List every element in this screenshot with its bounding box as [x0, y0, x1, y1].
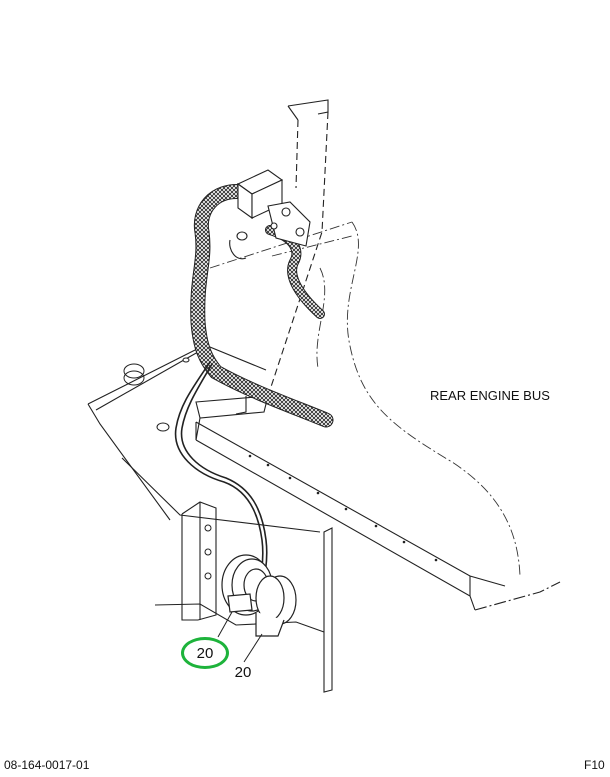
callout-20[interactable]: 20	[234, 664, 252, 681]
sheet-id: F10	[584, 758, 605, 772]
body-contour-lines	[209, 221, 521, 577]
floor-panel	[87, 344, 321, 533]
callout-leaders	[217, 611, 263, 663]
frame-rail	[195, 421, 561, 611]
relay-box	[229, 169, 311, 260]
drawing-number: 08-164-0017-01	[4, 758, 90, 772]
horn-right	[255, 575, 297, 637]
floor-holes	[123, 357, 190, 432]
bulkhead	[195, 99, 329, 441]
region-label: REAR ENGINE BUS	[430, 388, 550, 403]
mounting-bracket	[154, 501, 333, 693]
horn-wires	[174, 361, 268, 589]
callout-20-highlighted[interactable]: 20	[196, 645, 214, 662]
highlight-ring[interactable]	[181, 637, 229, 669]
rail-holes	[248, 454, 438, 562]
bracket-holes	[204, 524, 212, 580]
